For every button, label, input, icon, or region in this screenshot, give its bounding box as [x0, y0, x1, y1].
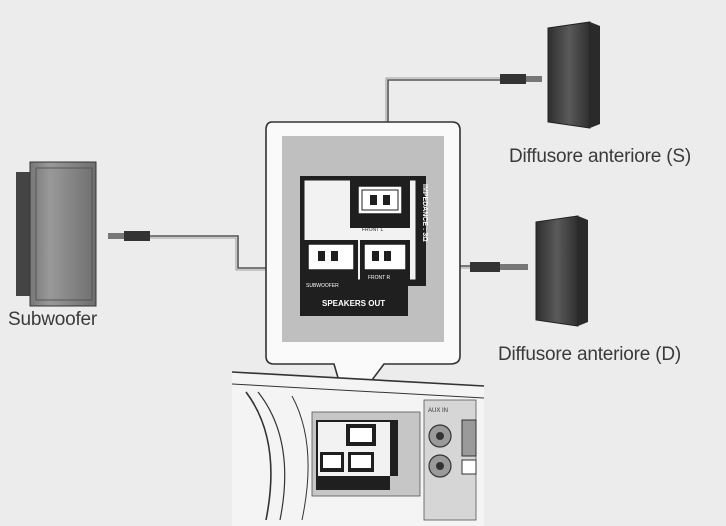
impedance-label: IMPEDANCE : 3Ω — [421, 184, 428, 242]
front-l-port-label: FRONT L — [362, 227, 384, 233]
subwoofer-port-label: SUBWOOFER — [306, 283, 339, 289]
subwoofer-speaker — [16, 161, 97, 307]
front-l-terminal — [350, 180, 410, 228]
aux-in-label: AUX IN — [428, 408, 448, 414]
speakers-out-label: SPEAKERS OUT — [322, 299, 385, 308]
front-left-label: Diffusore anteriore (S) — [509, 146, 691, 167]
main-unit-rear: AUX IN — [231, 371, 485, 526]
terminal-block-magnified: FRONT L FRONT R SUBWOOFER SPEAKERS OUT I… — [300, 176, 428, 316]
front-left-speaker — [547, 21, 600, 129]
front-r-port-label: FRONT R — [368, 275, 391, 281]
subwoofer-terminal — [304, 240, 358, 280]
cable-plug-subwoofer — [108, 231, 150, 241]
front-right-label: Diffusore anteriore (D) — [498, 344, 682, 365]
front-right-speaker — [535, 215, 588, 327]
front-r-terminal — [360, 240, 410, 280]
subwoofer-label: Subwoofer — [8, 309, 98, 330]
cable-plug-front-left — [500, 74, 542, 84]
cable-plug-front-right — [470, 262, 528, 272]
